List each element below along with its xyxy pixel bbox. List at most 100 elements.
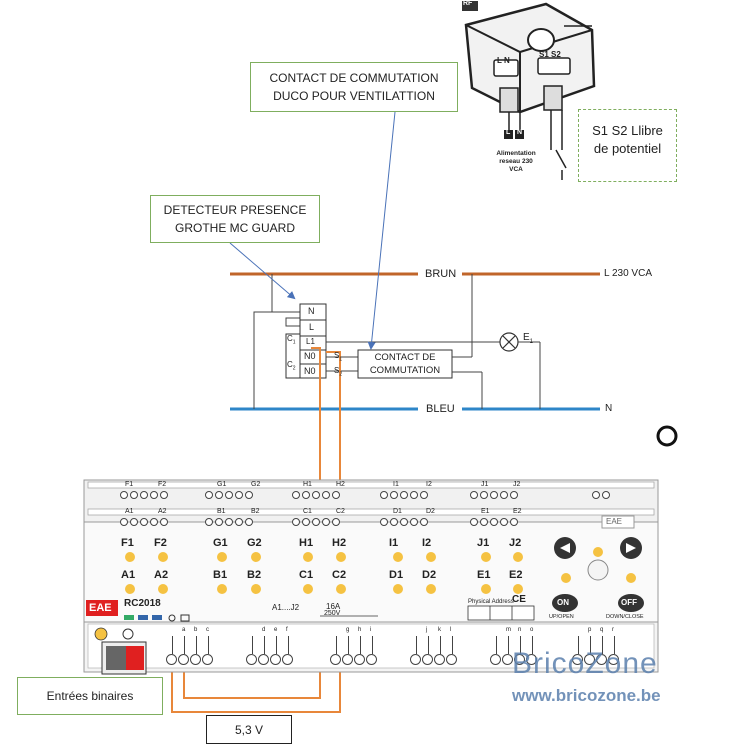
- terminal-screw: [302, 518, 310, 526]
- detector-callout-line1: DETECTEUR PRESENCE: [163, 203, 307, 217]
- binary-input-screw: [178, 654, 189, 665]
- terminal-screw: [400, 491, 408, 499]
- binary-input-lead: [416, 636, 417, 654]
- channel-button-bottom-label: A1: [121, 569, 136, 581]
- terminal-label-mid: E1: [481, 508, 490, 515]
- terminal-screw: [292, 518, 300, 526]
- terminal-label-top: I1: [393, 481, 399, 488]
- channel-button-top-led[interactable]: [393, 552, 403, 562]
- channel-button-top-label: I1: [389, 537, 399, 549]
- channel-button-top-led[interactable]: [481, 552, 491, 562]
- terminal-label-top: H1: [303, 481, 312, 488]
- rating-volt: 250V: [324, 610, 341, 617]
- on-button: [552, 594, 578, 612]
- channel-button-bottom-led[interactable]: [303, 584, 313, 594]
- channel-button-bottom-led[interactable]: [481, 584, 491, 594]
- binary-input-lead: [252, 636, 253, 654]
- channel-button-bottom-led[interactable]: [513, 584, 523, 594]
- c1-main: C: [287, 334, 293, 343]
- duco-contact-callout: CONTACT DE COMMUTATION DUCO POUR VENTILA…: [250, 62, 458, 112]
- orange-wire-1: [183, 347, 321, 699]
- channel-button-bottom-led[interactable]: [125, 584, 135, 594]
- channel-button-bottom-led[interactable]: [158, 584, 168, 594]
- channel-button-bottom-led[interactable]: [426, 584, 436, 594]
- channel-button-bottom-label: E1: [477, 569, 491, 581]
- detector-callout-line2: GROTHE MC GUARD: [175, 221, 295, 235]
- binary-input-label: n: [518, 627, 522, 633]
- o-circle-symbol: [656, 425, 678, 447]
- channel-button-bottom-led[interactable]: [251, 584, 261, 594]
- channel-button-top-label: J2: [509, 537, 522, 549]
- channel-button-bottom-led[interactable]: [393, 584, 403, 594]
- rating-amp: 16A: [326, 602, 341, 611]
- binary-input-lead: [276, 636, 277, 654]
- terminal-l: L: [309, 322, 315, 332]
- s2-main: S: [334, 366, 340, 375]
- terminal-screw: [160, 518, 168, 526]
- terminal-screw: [602, 491, 610, 499]
- hand-icon: [587, 559, 609, 581]
- binary-input-label: a: [182, 627, 186, 633]
- terminal-label-mid: C1: [303, 508, 312, 515]
- channel-button-top-label: G1: [213, 537, 228, 549]
- terminal-screw: [160, 491, 168, 499]
- contact-box-line1: CONTACT DE: [374, 352, 436, 363]
- off-label[interactable]: OFF: [621, 598, 637, 607]
- channel-button-bottom-label: D1: [389, 569, 404, 581]
- terminal-screw: [480, 518, 488, 526]
- switch-contact-box: [357, 349, 453, 379]
- channel-button-top-led[interactable]: [336, 552, 346, 562]
- terminal-screw: [592, 491, 600, 499]
- terminal-screw: [390, 518, 398, 526]
- binary-input-screw: [596, 654, 607, 665]
- channel-button-top-led[interactable]: [158, 552, 168, 562]
- s2-label: S2: [334, 366, 342, 378]
- binary-input-lead: [288, 636, 289, 654]
- contact-box-label: CONTACT DE COMMUTATION: [358, 351, 452, 377]
- terminal-label-top: J1: [481, 481, 489, 488]
- terminal-screw: [510, 491, 518, 499]
- terminal-label-mid: C2: [336, 508, 345, 515]
- detector-callout: DETECTEUR PRESENCE GROTHE MC GUARD: [150, 195, 320, 243]
- binary-input-screw: [246, 654, 257, 665]
- terminal-screw: [120, 518, 128, 526]
- channel-button-top-led[interactable]: [513, 552, 523, 562]
- terminal-screw: [380, 518, 388, 526]
- channel-button-top-led[interactable]: [217, 552, 227, 562]
- binary-input-label: b: [194, 627, 198, 633]
- terminal-label-top: F2: [158, 481, 167, 488]
- terminal-label-mid: A2: [158, 508, 167, 515]
- s1-label: S1: [334, 351, 342, 363]
- binary-input-label: l: [450, 627, 452, 633]
- rf-supply-line1: Alimentation: [496, 150, 536, 157]
- channel-button-top-led[interactable]: [303, 552, 313, 562]
- terminal-screw: [215, 518, 223, 526]
- binary-input-screw: [354, 654, 365, 665]
- on-label[interactable]: ON: [557, 598, 569, 607]
- terminal-screw: [120, 491, 128, 499]
- binary-input-label: c: [206, 627, 209, 633]
- binary-inputs-label: Entrées binaires: [46, 689, 134, 703]
- c2-sub: 2: [292, 365, 296, 372]
- binary-input-label: h: [358, 627, 362, 633]
- terminal-screw: [302, 491, 310, 499]
- terminal-label-top: J2: [513, 481, 521, 488]
- channel-button-top-led[interactable]: [125, 552, 135, 562]
- model-label: RC2018: [124, 598, 161, 609]
- terminal-label-top: G2: [251, 481, 261, 488]
- terminal-screw: [235, 491, 243, 499]
- s1s2-callout: S1 S2 Llibre de potentiel: [578, 109, 677, 182]
- binary-input-label: e: [274, 627, 278, 633]
- off-button: [618, 594, 644, 612]
- channel-button-top-led[interactable]: [426, 552, 436, 562]
- channel-button-top-led[interactable]: [251, 552, 261, 562]
- brand-logo-right: EAE: [606, 517, 623, 526]
- channel-button-bottom-led[interactable]: [336, 584, 346, 594]
- s1s2-callout-line1: S1 S2 Llibre: [592, 123, 663, 138]
- binary-input-screw: [366, 654, 377, 665]
- binary-input-lead: [614, 636, 615, 654]
- terminal-screw: [332, 491, 340, 499]
- arrow-detector-to-block: [229, 242, 296, 300]
- channel-button-bottom-led[interactable]: [217, 584, 227, 594]
